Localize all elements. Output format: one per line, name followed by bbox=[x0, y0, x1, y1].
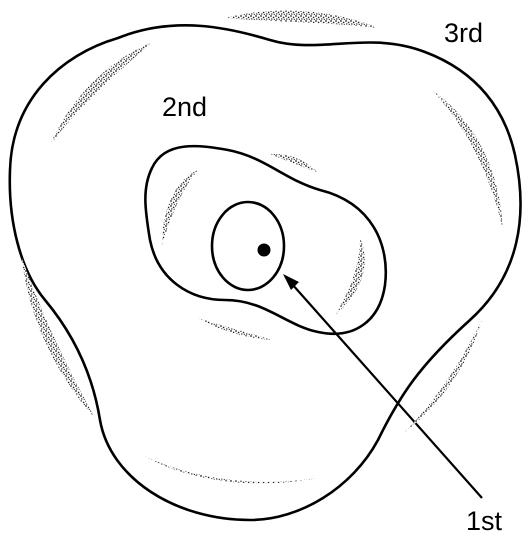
inner-arc-left bbox=[162, 170, 198, 245]
label-first: 1st bbox=[466, 506, 503, 536]
inner-arc-bottom bbox=[198, 318, 272, 340]
inner-arc-right bbox=[335, 238, 365, 315]
first-contour bbox=[212, 202, 284, 290]
outer-arc-upper-left bbox=[50, 42, 152, 145]
label-third: 3rd bbox=[444, 18, 483, 48]
pointer-arrow-line bbox=[292, 284, 482, 498]
second-contour bbox=[145, 146, 385, 334]
label-second: 2nd bbox=[162, 92, 207, 122]
outer-arc-upper-right bbox=[432, 90, 503, 230]
outer-arc-top bbox=[226, 11, 378, 28]
center-dot bbox=[258, 244, 271, 257]
outer-arc-bottom bbox=[142, 455, 318, 483]
